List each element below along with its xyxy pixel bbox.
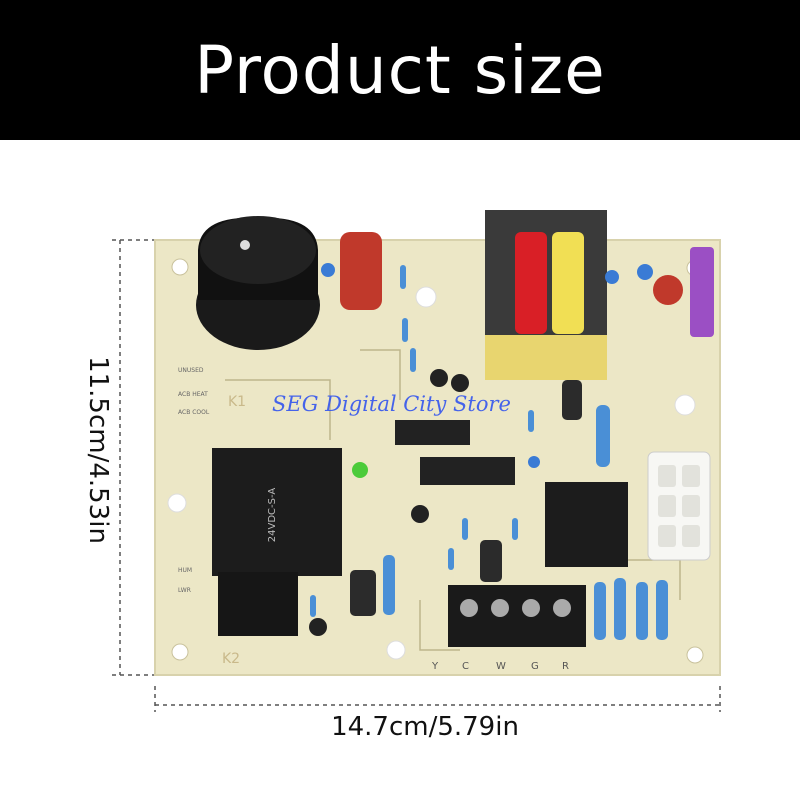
ic-chip-1 xyxy=(395,420,470,445)
silk-acb-cool: ACB COOL xyxy=(178,409,210,416)
relay-main: 24VDC-S-A xyxy=(212,448,342,636)
ic-chip-2 xyxy=(420,457,515,485)
silk-acb-heat: ACB HEAT xyxy=(178,391,208,398)
fuse-purple xyxy=(690,247,714,337)
film-capacitor-red xyxy=(340,232,382,310)
height-dimension-line xyxy=(112,239,155,676)
terminal-block xyxy=(448,585,586,647)
silk-lwr: LWR xyxy=(178,587,191,594)
relay-label: 24VDC-S-A xyxy=(267,488,278,543)
silk-unused: UNUSED xyxy=(178,367,204,374)
page-title: Product size xyxy=(194,31,606,109)
green-led xyxy=(352,462,368,478)
terminal-w: W xyxy=(496,661,506,672)
terminal-g: G xyxy=(531,661,539,672)
silk-hum: HUM xyxy=(178,567,192,574)
header-banner: Product size xyxy=(0,0,800,140)
white-pads xyxy=(167,286,696,660)
ignition-coil xyxy=(196,216,320,350)
width-dimension-label: 14.7cm/5.79in xyxy=(331,712,519,742)
transformer xyxy=(485,210,607,380)
terminal-c: C xyxy=(462,661,469,672)
terminal-y: Y xyxy=(431,661,439,672)
width-dimension-line xyxy=(154,686,721,712)
height-dimension-label: 11.5cm/4.53in xyxy=(83,356,113,544)
resistors xyxy=(310,265,668,640)
ceramic-capacitors xyxy=(321,263,653,468)
white-connector xyxy=(647,451,711,561)
terminal-r: R xyxy=(562,661,569,672)
electrolytic-capacitors xyxy=(350,380,582,616)
relay-secondary xyxy=(545,482,628,567)
silk-k1: K1 xyxy=(228,394,246,410)
silk-k2: K2 xyxy=(222,651,240,667)
watermark: SEG Digital City Store xyxy=(272,392,511,416)
red-capacitor-small xyxy=(653,275,683,305)
product-photo: 24VDC-S-A xyxy=(112,210,721,712)
transistors xyxy=(309,369,469,636)
